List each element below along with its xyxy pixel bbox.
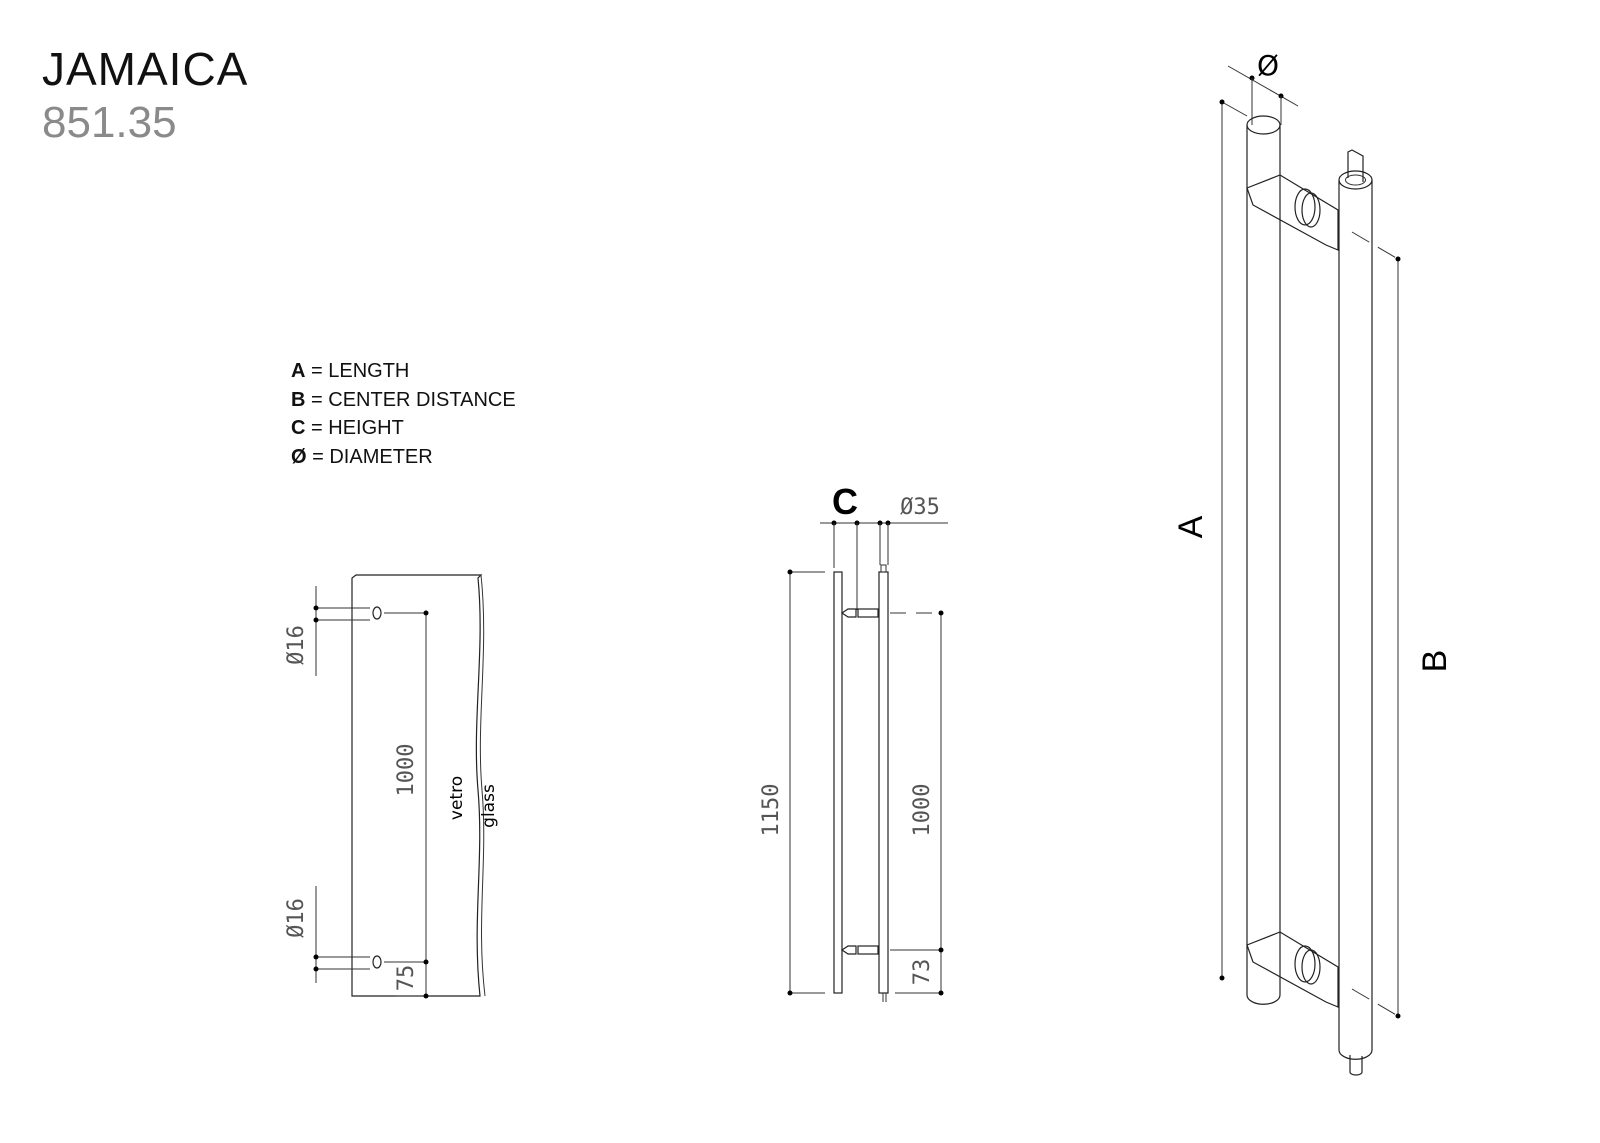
side-view: C Ø35 1150 1000 73 bbox=[759, 481, 948, 1002]
handle-bar-inner bbox=[878, 571, 889, 994]
legend-item-c: C = HEIGHT bbox=[291, 417, 404, 439]
glass-panel bbox=[351, 574, 483, 997]
connector-bottom bbox=[1246, 931, 1339, 1008]
connector-bottom bbox=[840, 945, 879, 955]
glass-label-en: glass bbox=[479, 784, 499, 828]
diameter-value: Ø35 bbox=[900, 495, 940, 520]
hole-bottom bbox=[372, 955, 382, 969]
glass-view: Ø16 Ø16 1000 75 vetro glass bbox=[284, 574, 499, 999]
hole-diameter-bottom: Ø16 bbox=[284, 898, 309, 938]
legend-item-b: B = CENTER DISTANCE bbox=[291, 388, 516, 411]
connector-top bbox=[1246, 174, 1339, 251]
legend-item-d: Ø = DIAMETER bbox=[291, 445, 433, 468]
key-tab bbox=[1347, 149, 1364, 182]
hole-diameter-top: Ø16 bbox=[284, 625, 309, 665]
legend-item-a: A = LENGTH bbox=[291, 360, 410, 382]
bottom-offset-value: 73 bbox=[910, 959, 935, 986]
center-distance-label: B bbox=[1416, 650, 1454, 673]
center-distance-value: 1000 bbox=[394, 744, 419, 797]
bottom-offset-value: 75 bbox=[394, 965, 419, 992]
length-value: 1150 bbox=[759, 784, 784, 837]
glass-label-it: vetro bbox=[447, 776, 467, 820]
length-label: A bbox=[1172, 515, 1210, 538]
handle-bar-outer bbox=[833, 571, 843, 994]
center-distance-value: 1000 bbox=[910, 784, 935, 837]
diameter-label: Ø bbox=[1257, 49, 1279, 82]
hole-top bbox=[372, 606, 382, 620]
product-title: JAMAICA bbox=[42, 43, 249, 95]
legend: A = LENGTH B = CENTER DISTANCE C = HEIGH… bbox=[291, 357, 516, 471]
connector-top bbox=[840, 608, 879, 618]
pipe-front bbox=[1246, 125, 1281, 1005]
pipe-back bbox=[1338, 180, 1373, 1060]
height-label: C bbox=[832, 481, 858, 522]
product-code: 851.35 bbox=[42, 98, 177, 147]
isometric-view: Ø A B bbox=[1172, 49, 1454, 1076]
